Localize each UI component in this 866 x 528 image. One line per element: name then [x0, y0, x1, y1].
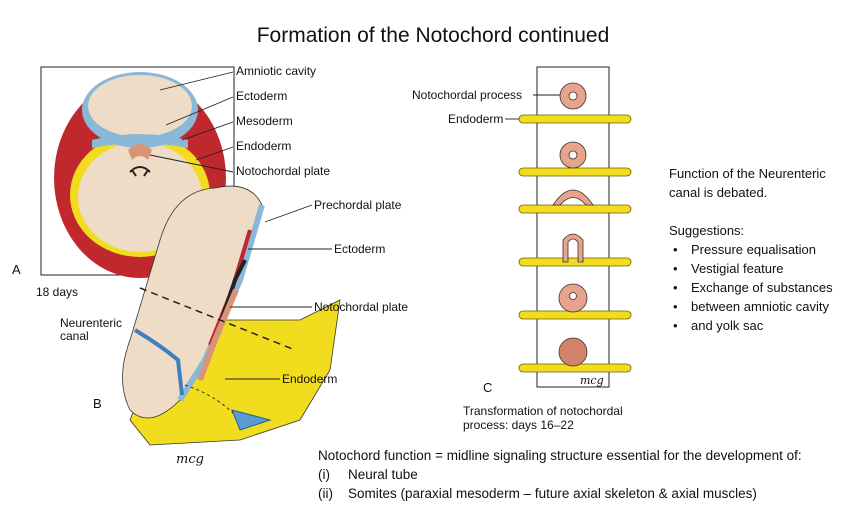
panel-label-a: A: [12, 262, 21, 277]
figure-c-endoderm-bars: [518, 114, 632, 373]
panel-label-c: C: [483, 380, 493, 395]
label-ectoderm-b: Ectoderm: [334, 242, 386, 256]
suggestion-item: Exchange of substances: [669, 278, 833, 297]
suggestions-title: Suggestions:: [669, 223, 745, 238]
suggestion-continuation: and yolk sac: [669, 316, 833, 335]
label-18-days: 18 days: [36, 285, 79, 299]
figure-c-stage-4: [562, 233, 584, 263]
figure-b-embryo: [122, 185, 341, 446]
figure-c-frame: [536, 66, 610, 388]
suggestion-item: Pressure equalisation: [669, 240, 833, 259]
endoderm-bar: [518, 114, 632, 124]
footer-heading: Notochord function = midline signaling s…: [318, 448, 802, 463]
footer-item-num: (i): [318, 467, 330, 482]
figure-c-stage-6: [558, 337, 588, 367]
figure-a-leaders: [149, 71, 234, 173]
figure-c-stage-1: [559, 82, 587, 110]
slide-title: Formation of the Notochord continued: [256, 24, 610, 47]
endoderm-bar: [518, 204, 632, 214]
suggestion-item: Vestigial feature: [669, 259, 833, 278]
footer-item-1: (i) Neural tube: [318, 465, 802, 484]
side-line1: Function of the Neurenteric: [669, 166, 826, 181]
footer-item-num: (ii): [318, 486, 333, 501]
footer-item-text: Neural tube: [348, 467, 418, 482]
endoderm-bar: [518, 257, 632, 267]
signature-b: mcg: [176, 452, 204, 467]
figure-c-stage-5: [558, 283, 588, 313]
footer-item-text: Somites (paraxial mesoderm – future axia…: [348, 486, 757, 501]
endoderm-bar: [518, 167, 632, 177]
signature-c: mcg: [580, 374, 604, 387]
footer-note: Notochord function = midline signaling s…: [318, 446, 802, 503]
suggestion-continuation: between amniotic cavity: [669, 297, 833, 316]
label-notochordal-process: Notochordal process: [412, 88, 523, 102]
label-amniotic-cavity: Amniotic cavity: [236, 64, 317, 78]
footer-item-2: (ii) Somites (paraxial mesoderm – future …: [318, 484, 802, 503]
label-endoderm-c: Endoderm: [448, 112, 504, 126]
label-endoderm-a: Endoderm: [236, 139, 292, 153]
label-notochordal-plate-b: Notochordal plate: [314, 300, 409, 314]
figure-c-stage-3: [552, 189, 594, 206]
caption-c-line1: Transformation of notochordal: [463, 404, 623, 418]
side-spacer: [669, 202, 833, 221]
side-text: Function of the Neurenteric canal is deb…: [669, 164, 833, 335]
side-line2: canal is debated.: [669, 185, 768, 200]
label-neurenteric: Neurenteric: [60, 316, 123, 330]
label-endoderm-b: Endoderm: [282, 372, 338, 386]
label-canal: canal: [60, 329, 89, 343]
figure-c-stage-2: [559, 141, 587, 169]
caption-c-line2: process: days 16–22: [463, 418, 574, 432]
label-mesoderm: Mesoderm: [236, 114, 293, 128]
label-ectoderm-a: Ectoderm: [236, 89, 288, 103]
figure-b-leaders: [225, 204, 332, 380]
suggestions-list: Pressure equalisation Vestigial feature …: [669, 240, 833, 335]
label-notochordal-plate-a: Notochordal plate: [236, 164, 331, 178]
label-prechordal-plate: Prechordal plate: [314, 198, 402, 212]
panel-label-b: B: [93, 396, 102, 411]
